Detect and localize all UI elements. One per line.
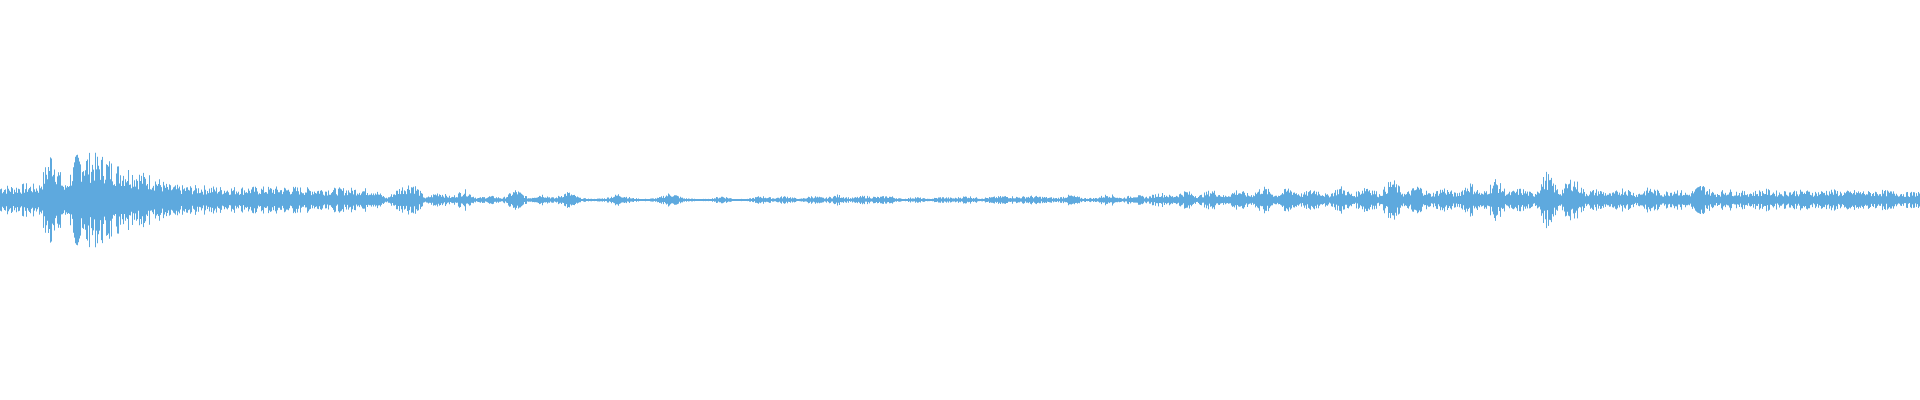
waveform-bars — [0, 152, 1920, 248]
